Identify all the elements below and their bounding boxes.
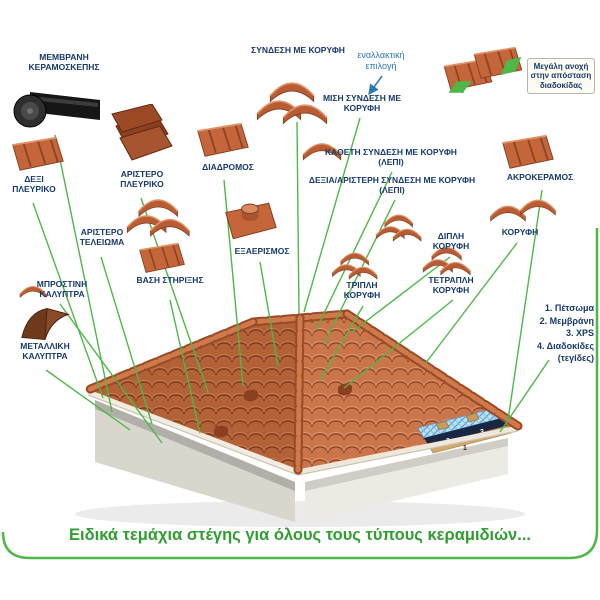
label-double-ridge: ΔΙΠΛΗ ΚΟΡΥΦΗ bbox=[432, 231, 470, 252]
triple-ridge-illustration bbox=[332, 253, 377, 279]
label-vertical-ridge-connection: ΚΑΘΕΤΗ ΣΥΝΔΕΣΗ ΜΕ ΚΟΡΥΦΗ (ΛΕΠΙ) bbox=[325, 147, 457, 168]
double-ridge-illustration bbox=[376, 215, 421, 241]
label-ridge-connection: ΣΥΝΔΕΣΗ ΜΕ ΚΟΡΥΦΗ bbox=[251, 45, 345, 55]
left-side-tile-illustration bbox=[111, 104, 173, 161]
metal-cap-illustration bbox=[21, 308, 69, 340]
label-ventilation: ΕΞΑΕΡΙΣΜΟΣ bbox=[234, 246, 290, 256]
ridge-cap-illustration bbox=[489, 205, 527, 222]
roof-vent-pieces bbox=[214, 383, 352, 438]
antefix-illustration bbox=[501, 134, 555, 170]
label-front-cap: ΜΠΡΟΣΤΙΝΗ ΚΑΛΥΠΤΡΑ bbox=[36, 279, 88, 300]
legend-item-2: 2. Μεμβράνη bbox=[539, 315, 594, 326]
legend-item-4: 4. Διαδοκίδες (τεγίδες) bbox=[536, 340, 594, 364]
label-half-ridge-connection: ΜΙΣΗ ΣΥΝΔΕΣΗ ΜΕ ΚΟΡΥΦΗ bbox=[322, 93, 402, 114]
layers-legend: 1. Πέτσωμα 2. Μεμβράνη 3. XPS 4. Διαδοκί… bbox=[502, 302, 594, 365]
label-right-left-ridge-connection: ΔΕΞΙΑ/ΑΡΙΣΤΕΡΗ ΣΥΝΔΕΣΗ ΜΕ ΚΟΡΥΦΗ (ΛΕΠΙ) bbox=[308, 175, 476, 196]
label-support-base: ΒΑΣΗ ΣΤΗΡΙΞΗΣ bbox=[136, 275, 204, 285]
label-triple-ridge: ΤΡΙΠΛΗ ΚΟΡΥΦΗ bbox=[343, 280, 381, 301]
quadruple-ridge-illustration bbox=[423, 248, 470, 275]
support-base-illustration bbox=[138, 242, 186, 274]
label-quadruple-ridge: ΤΕΤΡΑΠΛΗ ΚΟΡΥΦΗ bbox=[428, 275, 474, 296]
connector-lines bbox=[32, 117, 550, 444]
label-alternative-option: εναλλακτική επιλογή bbox=[357, 50, 405, 71]
membrane-roll-illustration bbox=[13, 91, 101, 128]
label-left-finish: ΑΡΙΣΤΕΡΟ ΤΕΛΕΙΩΜΑ bbox=[79, 227, 125, 248]
house-walls bbox=[95, 400, 508, 522]
alternative-option-arrow bbox=[368, 75, 383, 96]
page-frame-border bbox=[1, 228, 599, 560]
label-ridge: ΚΟΡΥΦΗ bbox=[501, 227, 539, 237]
label-batten-tolerance: Μεγάλη ανοχή στην απόσταση διαδοκίδας bbox=[527, 58, 595, 95]
page-caption: Ειδικά τεμάχια στέγης για όλους τους τύπ… bbox=[69, 526, 531, 544]
legend-item-1: 1. Πέτσωμα bbox=[544, 303, 594, 313]
batten-tolerance-illustration bbox=[443, 46, 523, 94]
ground-shadow bbox=[75, 501, 525, 527]
label-metal-cap: ΜΕΤΑΛΛΙΚΗ ΚΑΛΥΠΤΡΑ bbox=[20, 341, 70, 362]
right-side-tile-illustration bbox=[11, 136, 65, 172]
eave-fascia bbox=[87, 389, 519, 476]
walkway-tile-illustration bbox=[196, 122, 250, 158]
cutaway-marker-1: 1 bbox=[463, 445, 467, 452]
label-left-side: ΑΡΙΣΤΕΡΟ ΠΛΕΥΡΙΚΟ bbox=[120, 169, 164, 190]
ventilation-tile-illustration bbox=[225, 202, 277, 240]
label-antefix: ΑΚΡΟΚΕΡΑΜΟΣ bbox=[506, 172, 574, 182]
cutaway-marker-3: 3 bbox=[480, 429, 484, 436]
ridge-caps bbox=[83, 309, 523, 475]
legend-item-3: 3. XPS bbox=[565, 328, 594, 339]
label-right-side: ΔΕΞΙ ΠΛΕΥΡΙΚΟ bbox=[12, 174, 56, 195]
component-illustrations bbox=[11, 83, 557, 340]
label-membrane: ΜΕΜΒΡΑΝΗ ΚΕΡΑΜΟΣΚΕΠΗΣ bbox=[28, 52, 100, 73]
label-walkway: ΔΙΑΔΡΟΜΟΣ bbox=[202, 162, 254, 172]
